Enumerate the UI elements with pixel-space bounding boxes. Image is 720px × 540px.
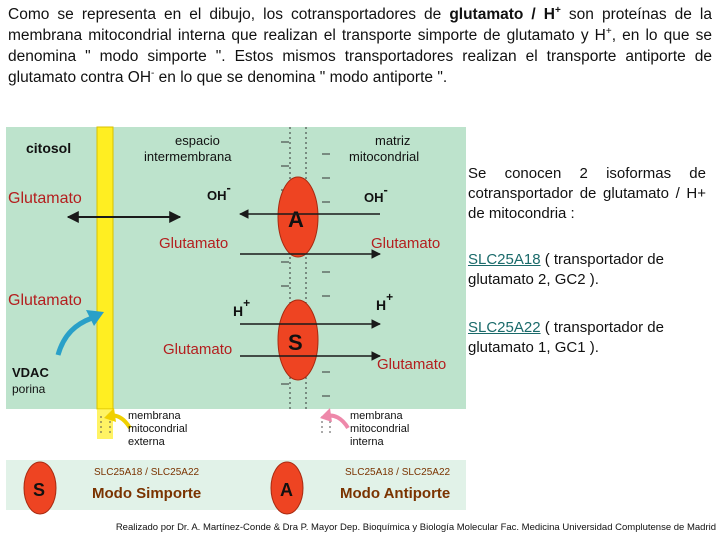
- legend-s-genes: SLC25A18 / SLC25A22: [94, 467, 200, 478]
- intro-text-2: son proteínas de la membrana mitocondria…: [8, 6, 712, 44]
- slc25a22-link[interactable]: SLC25A22: [468, 319, 541, 336]
- memb-int-label-2: mitocondrial: [350, 423, 409, 435]
- gene2-paragraph: SLC25A22 ( transportador de glutamato 1,…: [468, 318, 706, 358]
- matriz-label-2: mitocondrial: [349, 149, 419, 164]
- gene1-desc: ( transportador de glutamato 2, GC2 ).: [468, 251, 664, 288]
- credit-line: Realizado por Dr. A. Martínez-Conde & Dr…: [115, 522, 716, 533]
- porina-label: porina: [12, 382, 46, 396]
- legend-a-letter: A: [280, 480, 293, 500]
- isoforms-text: Se conocen 2 isoformas de cotransportado…: [468, 165, 706, 222]
- intro-text-3: , en lo que se denomina " modo simporte …: [8, 27, 712, 86]
- transporter-s: [277, 299, 319, 381]
- gene2-desc: ( transportador de glutamato 1, GC1 ).: [468, 319, 664, 356]
- intro-paragraph: Como se representa en el dibujo, los cot…: [8, 4, 712, 88]
- inner-membrane-pointer-head: [320, 408, 332, 422]
- legend-a-mode: Modo Antiporte: [340, 485, 450, 502]
- memb-ext-label-1: membrana: [128, 410, 181, 422]
- glutamato-matrix-bottom: Glutamato: [377, 356, 446, 373]
- glutamato-ims-bottom: Glutamato: [163, 341, 232, 358]
- h-ims: H+: [233, 296, 250, 319]
- outer-membrane: [96, 126, 114, 410]
- oh-matrix: OH-: [364, 182, 388, 205]
- legend-a-genes: SLC25A18 / SLC25A22: [345, 467, 451, 478]
- intro-sup-2: +: [605, 25, 612, 37]
- memb-ext-label-2: mitocondrial: [128, 423, 187, 435]
- h-matrix: H+: [376, 290, 393, 313]
- glutamato-matrix-top: Glutamato: [371, 235, 440, 252]
- espacio-label-2: intermembrana: [144, 149, 232, 164]
- legend-s-mode: Modo Simporte: [92, 485, 201, 502]
- legend-a-transporter: [270, 461, 304, 515]
- vdac-label: VDAC: [12, 365, 49, 380]
- glutamato-cytosol-mid: Glutamato: [8, 292, 82, 309]
- matriz-label-1: matriz: [375, 133, 410, 148]
- legend-s-letter: S: [33, 480, 45, 500]
- transporter-s-letter: S: [288, 330, 303, 355]
- vdac-curved-arrow: [55, 315, 93, 356]
- vdac-curved-arrow-head: [86, 310, 104, 326]
- legend-s-transporter: [23, 461, 57, 515]
- memb-ext-label-3: externa: [128, 436, 166, 448]
- espacio-label-1: espacio: [175, 133, 220, 148]
- intro-text-1: Como se representa en el dibujo, los cot…: [8, 6, 450, 23]
- legend-simporte-band: [6, 460, 466, 510]
- intro-sup: +: [555, 4, 561, 16]
- oh-ims: OH-: [207, 180, 231, 203]
- glutamato-cytosol-top: Glutamato: [8, 190, 82, 207]
- citosol-label: citosol: [26, 140, 71, 156]
- intro-text-4: en lo que se denomina " modo antiporte "…: [154, 69, 448, 86]
- memb-int-label-3: interna: [350, 436, 385, 448]
- transporter-a: [277, 176, 319, 258]
- gene1-paragraph: SLC25A18 ( transportador de glutamato 2,…: [468, 250, 706, 290]
- slc25a18-link[interactable]: SLC25A18: [468, 251, 541, 268]
- memb-int-label-1: membrana: [350, 410, 403, 422]
- intro-bold: glutamato / H: [449, 6, 555, 23]
- glutamato-ims-top: Glutamato: [159, 235, 228, 252]
- intro-sup-3: -: [151, 67, 155, 79]
- transporter-a-letter: A: [288, 207, 304, 232]
- outer-membrane-pointer-head: [104, 408, 116, 422]
- diagram-panel: [6, 127, 466, 409]
